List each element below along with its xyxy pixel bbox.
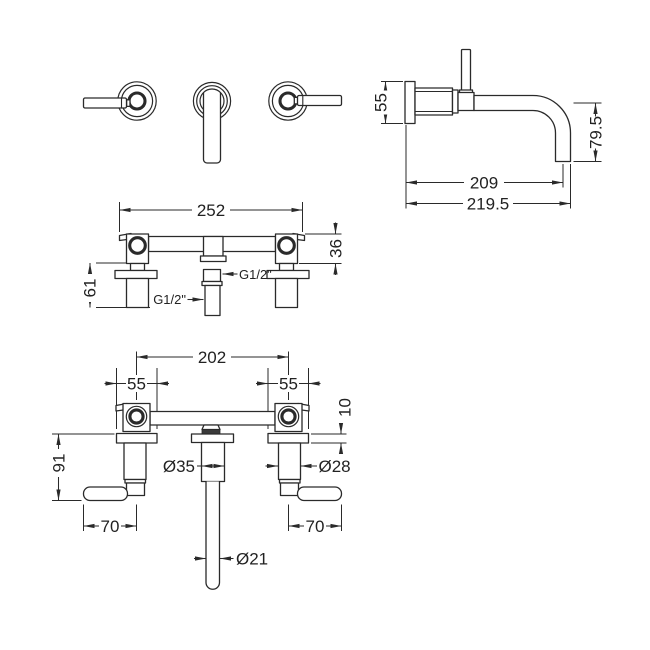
dim-inlet-top-label: G1/2" [239, 267, 272, 282]
dim-inlet-bottom-label: G1/2" [153, 292, 186, 307]
front-connecting-bar [149, 410, 276, 426]
dim-spout-reach-label: 209 [470, 173, 498, 192]
dim-spout-drop-label: 79.5 [586, 116, 605, 149]
dim-spout-reach-overall-label: 219.5 [467, 194, 510, 213]
right-valve-stem [277, 236, 296, 255]
left-lever [82, 97, 128, 109]
dim-body-depth: 36 [299, 222, 345, 275]
dim-body-depth-label: 36 [326, 239, 345, 258]
spout-hub [457, 91, 475, 112]
dim-flange-diameter-label: 55 [371, 93, 390, 112]
spout-outlet-tube [205, 481, 221, 590]
spout-upper-tube [200, 441, 226, 483]
spout-seal-ring [201, 429, 221, 435]
left-valve-neck [129, 262, 146, 272]
dim-flange-thickness: 10 [311, 398, 354, 454]
wall-flange [404, 80, 416, 125]
dim-lever-left: 70 [83, 504, 137, 536]
spout-flange [190, 433, 235, 444]
left-valve-tube [125, 277, 150, 309]
right-valve-flange [266, 269, 310, 280]
front-left-flange [115, 432, 158, 444]
dim-overall-width: 252 [119, 201, 303, 232]
dim-valve-height-label: 91 [49, 454, 68, 473]
front-right-hub-outer [277, 405, 300, 428]
view-assembled-front: 202 55 55 [49, 348, 354, 590]
view-spout-side: 55 79.5 209 219.5 [371, 48, 605, 213]
dim-valve-body-diameter: Ø28 [265, 457, 351, 476]
right-valve-tube [274, 277, 299, 309]
dim-lever-right-label: 70 [306, 517, 325, 536]
view-handles-front [82, 81, 343, 164]
outlet-adapter-tube [204, 284, 221, 317]
centre-tee-lip [199, 255, 227, 263]
dim-lever-right: 70 [288, 504, 342, 536]
spout-neck [201, 424, 221, 431]
centre-tee [202, 235, 224, 257]
left-valve-flange [114, 269, 158, 280]
dim-inlet-bottom: G1/2" [153, 292, 204, 307]
outlet-adapter-top [202, 268, 222, 283]
dim-spout-drop: 79.5 [573, 102, 605, 162]
dim-spout-outlet-diameter-label: Ø21 [236, 550, 268, 569]
dim-overall-width-label: 252 [197, 201, 225, 220]
front-right-valve-tip [279, 482, 300, 497]
front-right-hub [280, 408, 297, 425]
front-right-lever [296, 486, 343, 502]
dim-inlet-top: G1/2" [222, 267, 272, 282]
front-left-valve-tip [125, 482, 146, 497]
dim-spout-outlet-diameter: Ø21 [194, 550, 268, 569]
dim-valve-height: 91 [49, 433, 115, 501]
view-rough-in: 252 61 [80, 201, 345, 317]
front-left-hub-outer [125, 405, 148, 428]
dim-lever-left-label: 70 [101, 517, 120, 536]
dim-valve-depth: 61 [80, 262, 150, 308]
front-left-lever [82, 486, 129, 502]
right-valve-neck [278, 262, 295, 272]
right-lever [296, 94, 343, 107]
dim-valve-depth-label: 61 [80, 279, 99, 298]
front-right-valve-tube [277, 442, 302, 481]
side-lever [460, 48, 472, 92]
dim-spout-body-diameter-label: Ø35 [163, 457, 195, 476]
front-left-hub [128, 408, 145, 425]
dim-handle-centres-label: 202 [198, 348, 226, 367]
dim-flange-diameter: 55 [371, 81, 403, 124]
dim-valve-body-diameter-label: Ø28 [319, 457, 351, 476]
front-right-flange [267, 432, 310, 444]
dim-flange-right-label: 55 [279, 374, 298, 393]
left-valve-stem [128, 236, 147, 255]
spout-front-tube [202, 93, 222, 164]
front-left-valve-tube [123, 442, 147, 481]
dim-spout-reach: 209 219.5 [405, 125, 571, 213]
dim-flange-thickness-label: 10 [335, 398, 354, 417]
spout-ring [451, 89, 459, 114]
spout-curve [473, 94, 572, 163]
dim-flange-left-label: 55 [127, 374, 146, 393]
dim-spout-body-diameter: Ø35 [163, 457, 225, 476]
